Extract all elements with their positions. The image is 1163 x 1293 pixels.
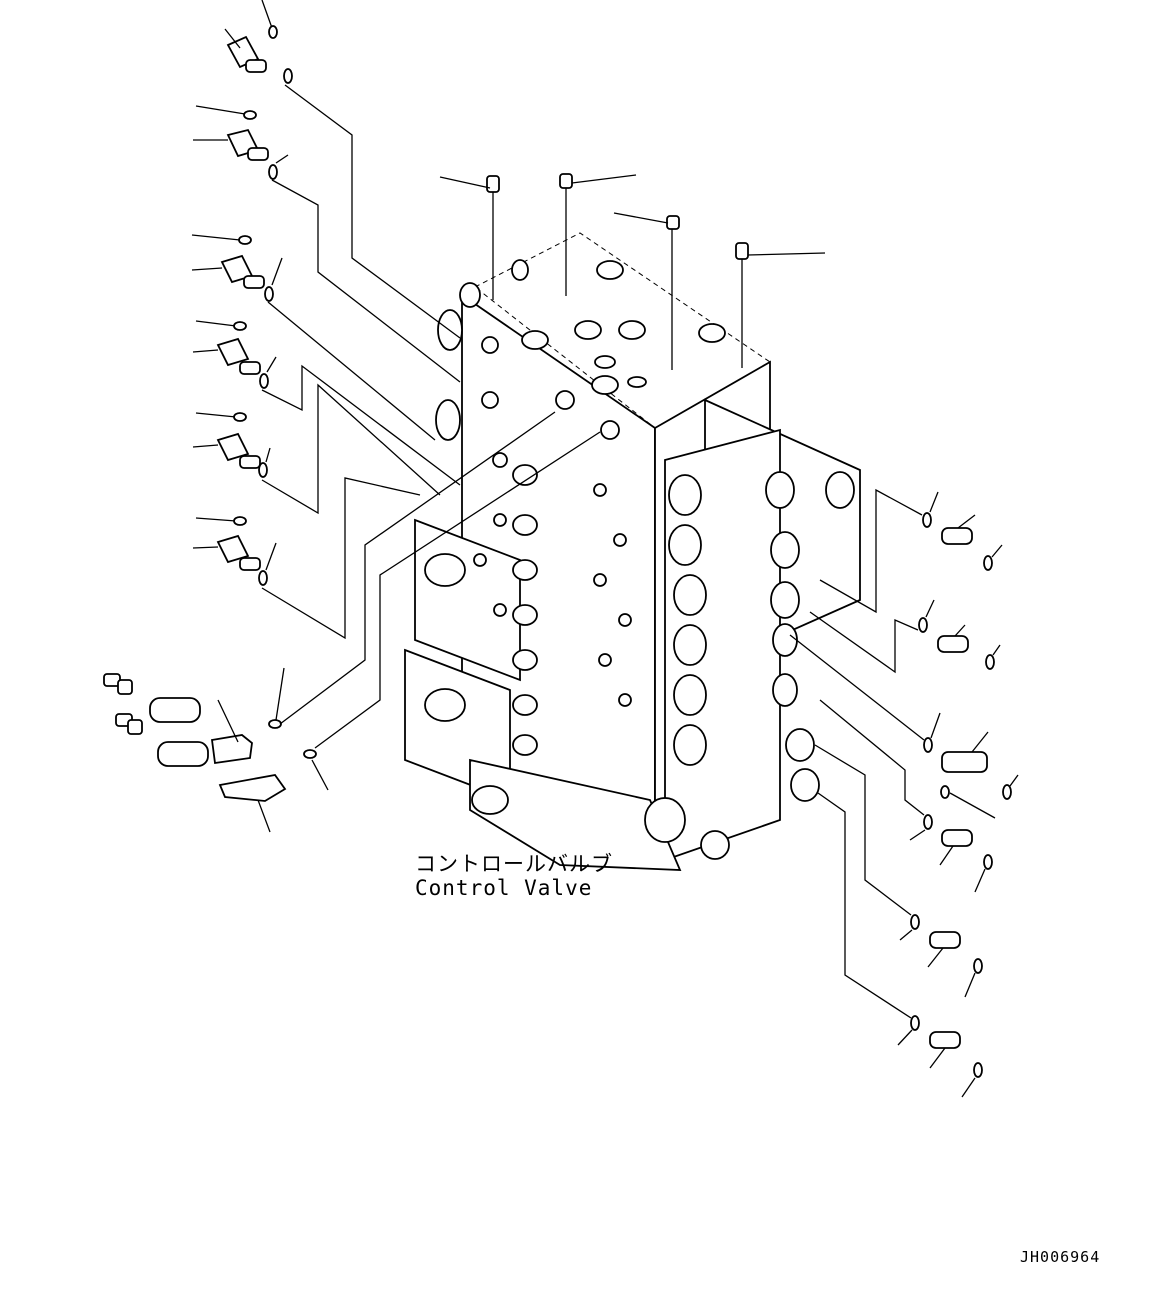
top-plugs bbox=[439, 173, 826, 370]
spool-caps bbox=[668, 471, 855, 766]
component-label-en: Control Valve bbox=[415, 876, 593, 900]
lower-left-fittings bbox=[103, 411, 601, 833]
right-fittings bbox=[789, 488, 1019, 1098]
figure-id: JH006964 bbox=[1020, 1248, 1101, 1266]
left-elbow-fittings bbox=[191, 0, 461, 640]
port-holes bbox=[473, 390, 632, 707]
component-label-jp: コントロールバルブ bbox=[415, 852, 613, 876]
body-side-fittings bbox=[424, 259, 820, 860]
control-valve-body bbox=[404, 232, 861, 871]
center-solenoids bbox=[512, 464, 538, 756]
top-caps bbox=[521, 260, 726, 395]
